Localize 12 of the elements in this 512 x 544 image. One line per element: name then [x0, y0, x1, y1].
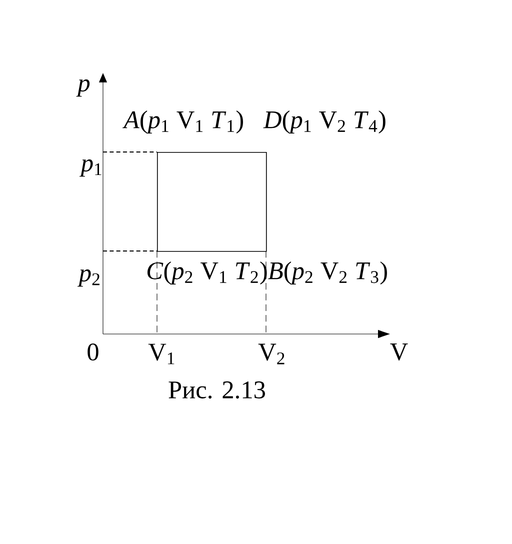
point-label: A(p$_{1}$ V$_{1}$ T$_{1}$) [122, 110, 243, 134]
tick-label: V$_{1}$ [148, 344, 174, 364]
caption: Рис. 2.13 [168, 381, 265, 399]
origin-label: 0 [88, 343, 98, 361]
tick-label: p$_{2}$ [77, 269, 100, 287]
point-label: D(p$_{1}$ V$_{2}$ T$_{4}$) [263, 110, 386, 134]
axis-label: V [390, 344, 408, 360]
axis-label: p [76, 79, 90, 97]
point-label: B(p$_{2}$ V$_{2}$ T$_{3}$) [268, 262, 387, 284]
tick-label: p$_{1}$ [79, 159, 102, 177]
tick-label: V$_{2}$ [258, 344, 284, 364]
cycle-rectangle [157, 152, 267, 252]
